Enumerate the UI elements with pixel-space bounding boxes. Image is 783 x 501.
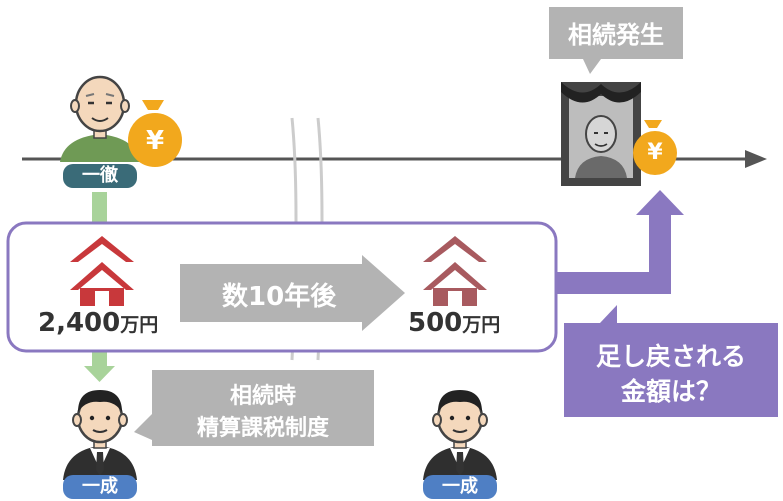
heir-left-label: 一成	[63, 475, 137, 499]
question-line2: 金額は？	[620, 377, 721, 406]
callout-top-box	[549, 7, 683, 59]
green-arrowhead	[84, 366, 115, 382]
green-connector-bottom	[92, 352, 107, 366]
money-bag-yen-right: ¥	[647, 140, 663, 165]
purple-elbow-arrow	[556, 215, 671, 294]
years-later-number: 10	[248, 282, 285, 312]
left-amount-unit: 万円	[120, 314, 159, 336]
green-connector-top	[92, 192, 107, 226]
right-house-icon	[423, 236, 487, 306]
grandfather-avatar	[60, 75, 140, 162]
question-line1: 足し戻される	[595, 342, 746, 371]
heir-right-label: 一成	[423, 475, 497, 499]
callout-lower-tail	[134, 414, 152, 440]
money-bag-yen-left: ¥	[145, 126, 165, 156]
right-amount: 500万円	[408, 308, 500, 338]
years-later-label: 数10年後	[222, 276, 336, 313]
start-person-label: 一徹	[63, 164, 137, 188]
callout-top-text: 相続発生	[568, 21, 664, 49]
timeline-arrowhead	[745, 150, 767, 168]
callout-top-tail	[583, 59, 601, 74]
years-later-suffix: 年後	[284, 282, 337, 312]
heir-avatar-left	[63, 390, 137, 480]
years-later-arrow	[180, 255, 405, 331]
left-amount: 2,400万円	[38, 308, 158, 338]
heir-avatar-right	[423, 390, 497, 480]
purple-arrowhead	[636, 190, 684, 215]
callout-lower-box	[152, 370, 374, 446]
callout-lower-line1: 相続時	[229, 384, 296, 409]
right-amount-unit: 万円	[462, 314, 501, 336]
left-amount-value: 2,400	[38, 308, 121, 338]
years-later-prefix: 数	[222, 282, 249, 312]
memorial-portrait-icon	[561, 82, 641, 186]
callout-lower-line2: 精算課税制度	[196, 416, 329, 441]
money-bag-icon-left	[128, 100, 182, 167]
question-box	[564, 323, 778, 417]
question-box-tail	[600, 305, 617, 323]
right-amount-value: 500	[408, 308, 463, 338]
left-house-icon	[70, 236, 134, 306]
money-bag-icon-right	[633, 120, 677, 175]
